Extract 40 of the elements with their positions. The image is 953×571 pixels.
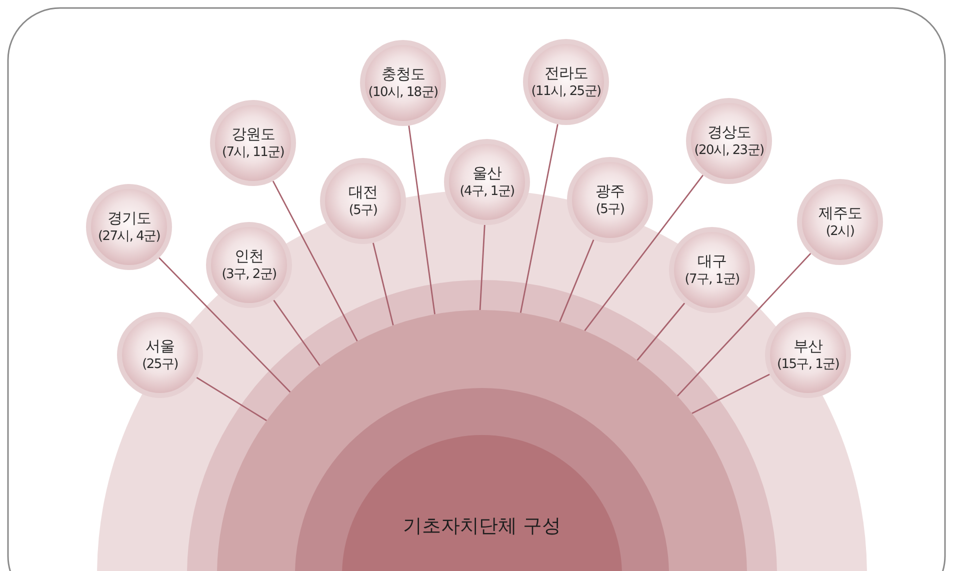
region-name: 경기도 [107,209,151,228]
district-count: (4구, 1군) [460,183,514,200]
connector-line [692,374,770,414]
district-count: (5구) [596,201,624,218]
connector-line [196,376,267,422]
district-count: (3구, 2군) [222,266,276,283]
region-name: 강원도 [231,125,275,144]
district-count: (7구, 1군) [684,271,740,288]
connector-line [584,174,704,332]
connector-line [676,252,812,396]
connector-line [559,239,594,322]
region-name: 울산 [472,164,502,183]
region-name: 대구 [698,252,726,271]
district-count: (5구) [348,202,378,219]
district-count: (7시, 11군) [222,144,284,161]
connector-line [273,300,320,366]
district-count: (27시, 4군) [98,228,160,245]
connector-line [408,126,436,314]
region-name: 광주 [596,182,624,201]
connector-line [636,302,686,361]
region-name: 전라도 [544,64,588,83]
connector-line [520,124,558,313]
district-count: (11시, 25군) [531,83,601,100]
connector-line [158,257,291,393]
connector-line [479,224,486,310]
region-name: 충청도 [381,65,425,84]
region-name: 경상도 [707,123,751,142]
district-count: (10시, 18군) [368,84,438,101]
connector-line [372,242,394,326]
district-count: (25구) [142,356,178,373]
region-name: 인천 [234,247,264,266]
district-count: (20시, 23군) [694,142,764,159]
region-name: 부산 [794,337,822,356]
connector-line [272,180,358,342]
region-name: 제주도 [818,204,862,223]
district-count: (2시) [826,223,854,240]
district-count: (15구, 1군) [776,356,840,373]
region-name: 서울 [146,337,174,356]
region-name: 대전 [348,183,378,202]
center-title: 기초자치단체 구성 [402,514,562,539]
